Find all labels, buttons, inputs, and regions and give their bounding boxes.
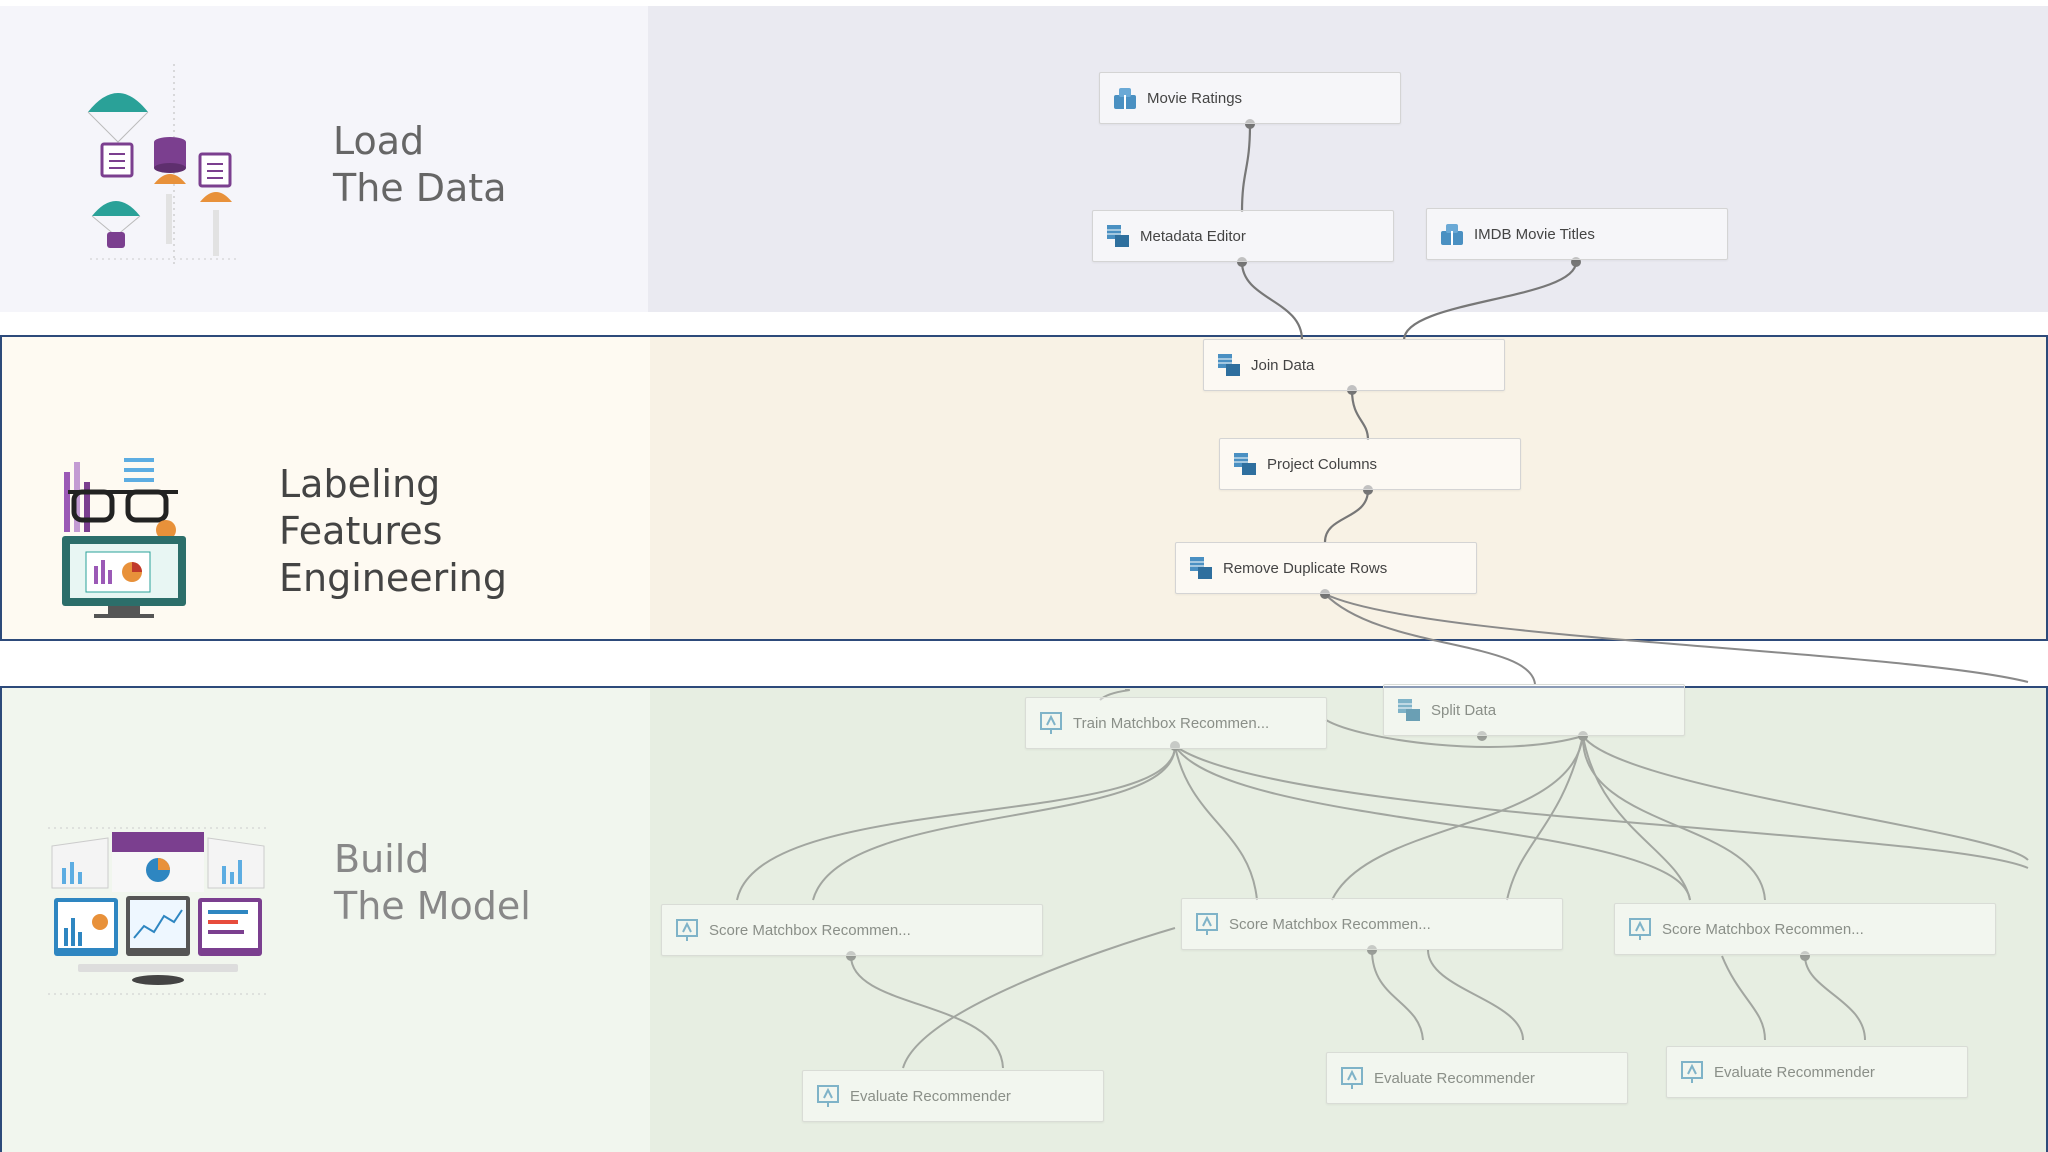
module-remove-duplicate-rows[interactable]: Remove Duplicate Rows xyxy=(1175,542,1477,594)
module-label: Join Data xyxy=(1251,356,1315,374)
model-icon xyxy=(817,1085,839,1107)
module-label: Evaluate Recommender xyxy=(1714,1063,1875,1081)
build-model-title: Build The Model xyxy=(334,837,531,928)
module-label: Score Matchbox Recommen... xyxy=(1662,920,1864,938)
model-icon xyxy=(1681,1061,1703,1083)
module-label: IMDB Movie Titles xyxy=(1474,225,1595,243)
feature-engineering-title: Labeling Features Engineering xyxy=(279,462,507,600)
module-label: Project Columns xyxy=(1267,455,1378,473)
module-project-columns[interactable]: Project Columns xyxy=(1219,438,1521,490)
transform-icon xyxy=(1107,225,1129,247)
module-evaluate-recommender-2[interactable]: Evaluate Recommender xyxy=(1326,1052,1628,1104)
module-label: Remove Duplicate Rows xyxy=(1223,559,1388,577)
transform-icon xyxy=(1190,557,1212,579)
model-icon xyxy=(676,919,698,941)
module-score-matchbox-1[interactable]: Score Matchbox Recommen... xyxy=(661,904,1043,956)
module-label: Score Matchbox Recommen... xyxy=(1229,915,1431,933)
load-data-title: Load The Data xyxy=(333,119,507,210)
model-icon xyxy=(1196,913,1218,935)
dataset-icon xyxy=(1441,224,1463,245)
module-label: Movie Ratings xyxy=(1147,89,1243,107)
module-imdb-movie-titles[interactable]: IMDB Movie Titles xyxy=(1426,208,1728,260)
module-evaluate-recommender-1[interactable]: Evaluate Recommender xyxy=(802,1070,1104,1122)
module-label: Score Matchbox Recommen... xyxy=(709,921,911,939)
model-icon xyxy=(1341,1067,1363,1089)
module-label: Evaluate Recommender xyxy=(850,1087,1011,1105)
module-movie-ratings[interactable]: Movie Ratings xyxy=(1099,72,1401,124)
module-metadata-editor[interactable]: Metadata Editor xyxy=(1092,210,1394,262)
model-icon xyxy=(1629,918,1651,940)
load-data-band: Load The Data xyxy=(0,6,2048,312)
module-evaluate-recommender-3[interactable]: Evaluate Recommender xyxy=(1666,1046,1968,1098)
monitor-glasses-icon xyxy=(54,452,194,622)
transform-icon xyxy=(1234,453,1256,475)
dataset-icon xyxy=(1114,88,1136,109)
parachute-data-icon xyxy=(80,64,250,264)
dashboard-monitors-icon xyxy=(48,818,268,998)
module-label: Metadata Editor xyxy=(1140,227,1246,245)
module-score-matchbox-2[interactable]: Score Matchbox Recommen... xyxy=(1181,898,1563,950)
module-label: Train Matchbox Recommen... xyxy=(1073,714,1270,732)
module-score-matchbox-3[interactable]: Score Matchbox Recommen... xyxy=(1614,903,1996,955)
model-icon xyxy=(1040,712,1062,734)
module-join-data[interactable]: Join Data xyxy=(1203,339,1505,391)
module-train-matchbox[interactable]: Train Matchbox Recommen... xyxy=(1025,697,1327,749)
module-label: Split Data xyxy=(1431,701,1497,719)
feature-engineering-band: Labeling Features Engineering xyxy=(0,335,2048,641)
module-split-data[interactable]: Split Data xyxy=(1383,684,1685,736)
transform-icon xyxy=(1218,354,1240,376)
module-label: Evaluate Recommender xyxy=(1374,1069,1535,1087)
transform-icon xyxy=(1398,699,1420,721)
